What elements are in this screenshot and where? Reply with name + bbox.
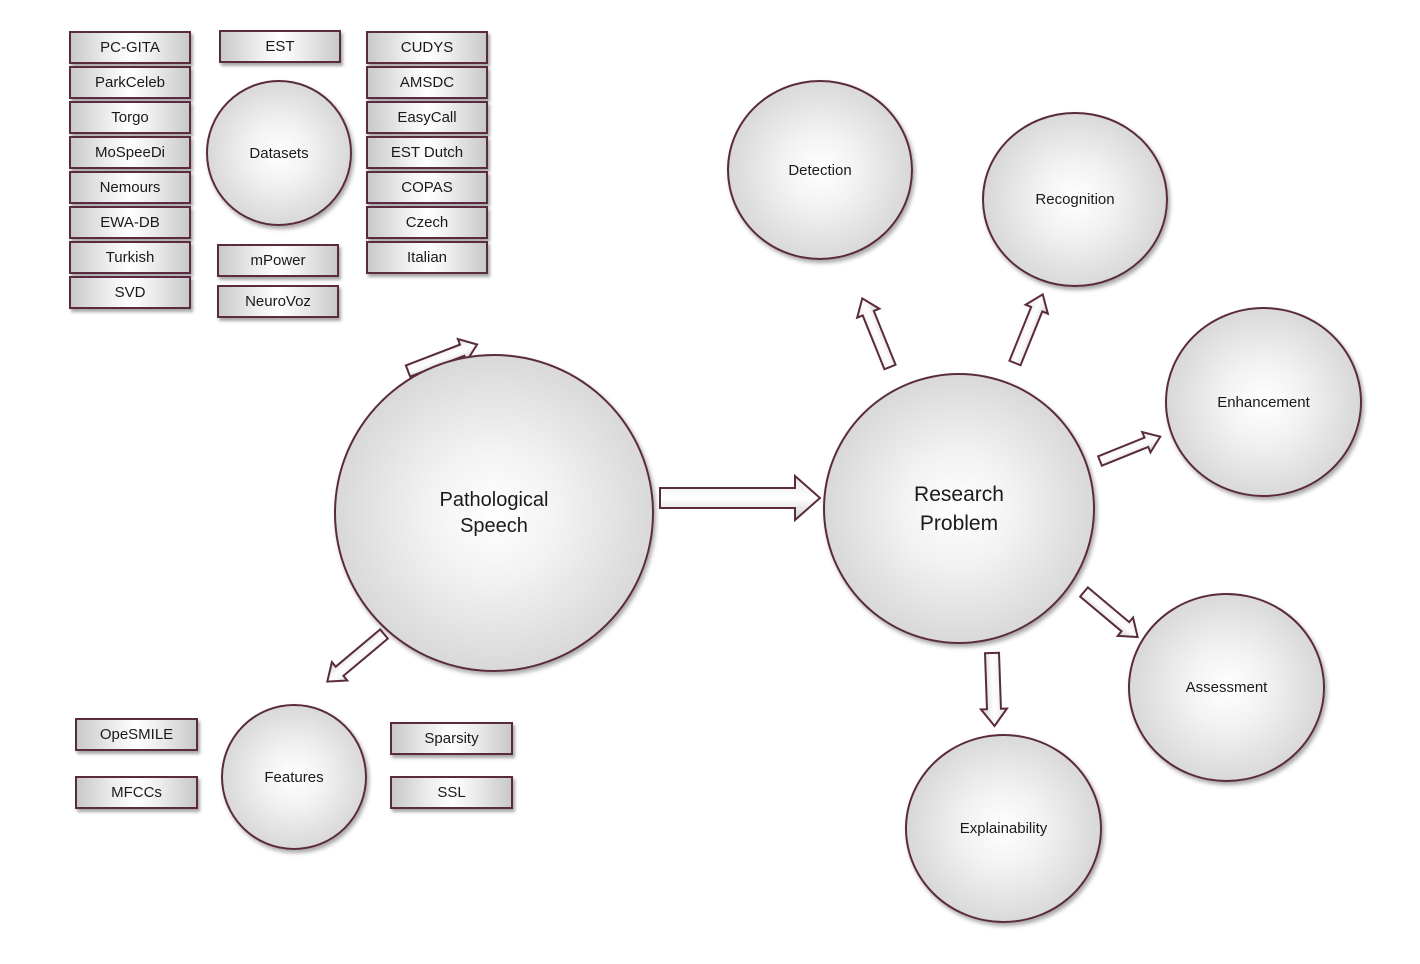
arrow-to-detection bbox=[855, 296, 897, 371]
dataset-box: COPAS bbox=[366, 171, 488, 204]
features-label: Features bbox=[264, 768, 324, 786]
arrow-to-recognition bbox=[1008, 292, 1050, 367]
research-problem-node: Research Problem bbox=[823, 373, 1095, 644]
dataset-box: Italian bbox=[366, 241, 488, 274]
dataset-box: AMSDC bbox=[366, 66, 488, 99]
pathological-speech-line2: Speech bbox=[460, 515, 528, 537]
feature-box: MFCCs bbox=[75, 776, 198, 809]
arrow-speech-to-problem bbox=[659, 473, 822, 523]
dataset-label: EasyCall bbox=[397, 109, 457, 126]
arrow-to-enhancement bbox=[1096, 430, 1162, 467]
arrow-to-explainability bbox=[978, 651, 1009, 728]
feature-box: OpeSMILE bbox=[75, 718, 198, 751]
dataset-box: Torgo bbox=[69, 101, 191, 134]
detection-node: Detection bbox=[727, 80, 913, 260]
dataset-box: SVD bbox=[69, 276, 191, 309]
assessment-node: Assessment bbox=[1128, 593, 1325, 782]
dataset-label: Czech bbox=[405, 214, 449, 231]
dataset-label: mPower bbox=[250, 252, 306, 269]
dataset-label: Italian bbox=[406, 249, 448, 266]
arrow-to-features bbox=[326, 627, 390, 683]
dataset-label: MoSpeeDi bbox=[94, 144, 166, 161]
dataset-box: Czech bbox=[366, 206, 488, 239]
dataset-box: EST bbox=[219, 30, 341, 63]
feature-box: SSL bbox=[390, 776, 513, 809]
pathological-speech-label: Pathological Speech bbox=[440, 487, 549, 539]
research-problem-line1: Research bbox=[914, 482, 1004, 506]
dataset-label: EWA-DB bbox=[100, 214, 160, 231]
feature-label: MFCCs bbox=[111, 784, 162, 801]
dataset-box: EWA-DB bbox=[69, 206, 191, 239]
datasets-node: Datasets bbox=[206, 80, 352, 226]
dataset-box: ParkCeleb bbox=[69, 66, 191, 99]
dataset-label: SVD bbox=[114, 284, 146, 301]
recognition-label: Recognition bbox=[1035, 191, 1115, 208]
dataset-box: NeuroVoz bbox=[217, 285, 339, 318]
feature-label: Sparsity bbox=[424, 730, 479, 747]
arrow-to-assessment bbox=[1078, 585, 1139, 639]
pathological-speech-node: Pathological Speech bbox=[334, 354, 654, 672]
pathological-speech-line1: Pathological bbox=[439, 489, 549, 511]
feature-label: SSL bbox=[437, 784, 466, 801]
research-problem-line2: Problem bbox=[919, 511, 999, 535]
detection-label: Detection bbox=[788, 161, 852, 179]
dataset-label: ParkCeleb bbox=[94, 74, 166, 91]
dataset-label: NeuroVoz bbox=[245, 293, 311, 310]
recognition-node: Recognition bbox=[982, 112, 1168, 287]
dataset-box: Turkish bbox=[69, 241, 191, 274]
features-node: Features bbox=[221, 704, 367, 850]
dataset-box: Nemours bbox=[69, 171, 191, 204]
feature-box: Sparsity bbox=[390, 722, 513, 755]
datasets-label: Datasets bbox=[249, 144, 309, 162]
dataset-label: EST bbox=[265, 38, 295, 55]
dataset-box: EasyCall bbox=[366, 101, 488, 134]
assessment-label: Assessment bbox=[1185, 679, 1268, 696]
dataset-label: CUDYS bbox=[400, 39, 454, 56]
dataset-label: PC-GITA bbox=[100, 39, 160, 56]
dataset-label: Nemours bbox=[99, 179, 161, 196]
dataset-box: MoSpeeDi bbox=[69, 136, 191, 169]
dataset-label: Torgo bbox=[111, 109, 149, 126]
dataset-label: COPAS bbox=[401, 179, 453, 196]
research-problem-label: Research Problem bbox=[914, 480, 1004, 538]
dataset-box: EST Dutch bbox=[366, 136, 488, 169]
dataset-box: PC-GITA bbox=[69, 31, 191, 64]
enhancement-label: Enhancement bbox=[1217, 393, 1310, 411]
feature-label: OpeSMILE bbox=[99, 726, 174, 743]
dataset-label: EST Dutch bbox=[390, 144, 464, 161]
dataset-box: CUDYS bbox=[366, 31, 488, 64]
dataset-box: mPower bbox=[217, 244, 339, 277]
explainability-label: Explainability bbox=[959, 820, 1048, 837]
dataset-label: AMSDC bbox=[399, 74, 455, 91]
dataset-label: Turkish bbox=[105, 249, 155, 266]
enhancement-node: Enhancement bbox=[1165, 307, 1362, 497]
explainability-node: Explainability bbox=[905, 734, 1102, 923]
